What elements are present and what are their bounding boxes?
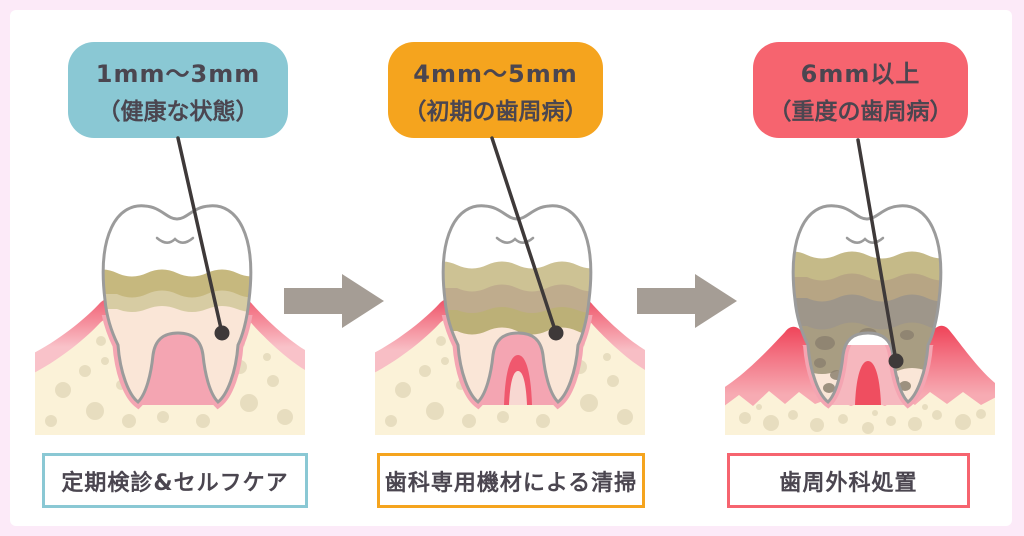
diagram-canvas: 1mm〜3mm （健康な状態） — [10, 10, 1012, 526]
tooth-crown — [103, 205, 251, 402]
probe-lines — [176, 136, 904, 369]
tooth-outline — [791, 204, 943, 404]
probe-line — [176, 136, 224, 335]
probe-tip-dot — [888, 353, 904, 369]
jawbone — [35, 318, 305, 435]
jawbone-texture — [385, 336, 633, 428]
arrow-right-icon — [284, 274, 384, 328]
stage-panel-healthy: 1mm〜3mm （健康な状態） — [10, 10, 1012, 526]
pocket-depth-text: 6mm以上 — [800, 60, 921, 88]
tartar-bands — [103, 269, 251, 403]
tooth-crown — [793, 205, 941, 402]
tooth-illustration-severe — [725, 204, 995, 435]
stage-panel-severe: 6mm以上 （重度の歯周病） — [10, 10, 1012, 526]
treatment-text: 歯周外科処置 — [779, 470, 918, 496]
treatment-text: 定期検診&セルフケア — [61, 470, 289, 496]
jawbone-texture — [45, 336, 293, 428]
probe-line — [856, 138, 898, 363]
gum-tissue — [725, 325, 995, 435]
arrow-right-icon — [637, 274, 737, 328]
treatment-label-severe: 歯周外科処置 — [727, 453, 970, 508]
treatment-text: 歯科専用機材による清掃 — [384, 470, 638, 496]
gum-pocket-lining — [443, 206, 591, 405]
tartar-bands — [443, 261, 591, 403]
probe-tip-dot — [214, 325, 230, 341]
tooth-outline — [441, 204, 593, 404]
pocket-depth-text: 4mm〜5mm — [413, 60, 578, 88]
gum-tissue — [35, 298, 305, 435]
treatment-label-healthy: 定期検診&セルフケア — [42, 453, 308, 508]
tooth-illustration-healthy — [35, 204, 305, 435]
pocket-depth-callout-healthy: 1mm〜3mm （健康な状態） — [68, 42, 288, 138]
pocket-depth-text: 1mm〜3mm — [95, 60, 261, 88]
tooth-outline — [101, 204, 253, 404]
treatment-label-early: 歯科専用機材による清掃 — [377, 453, 645, 508]
crown-fissure-mark — [845, 236, 885, 244]
probe-line — [490, 136, 558, 335]
jawbone — [375, 318, 645, 435]
tooth-crown — [443, 205, 591, 402]
crown-fissure-mark — [155, 236, 195, 244]
jawbone-texture — [739, 404, 986, 434]
gum-pocket-lining — [103, 206, 251, 405]
stage-panel-early: 4mm〜5mm （初期の歯周病） — [10, 10, 1012, 526]
condition-text: （初期の歯周病） — [403, 99, 588, 125]
gum-pocket-lining — [793, 345, 941, 405]
condition-text: （健康な状態） — [97, 99, 259, 125]
condition-text: （重度の歯周病） — [768, 99, 953, 125]
pocket-depth-callout-severe: 6mm以上 （重度の歯周病） — [753, 42, 968, 138]
tartar-bands — [793, 251, 941, 403]
tartar-blotches — [814, 328, 914, 393]
jawbone — [725, 391, 995, 435]
crown-fissure-mark — [495, 236, 535, 244]
pocket-depth-callout-early: 4mm〜5mm （初期の歯周病） — [388, 42, 603, 138]
gum-tissue — [375, 298, 645, 435]
probe-tip-dot — [548, 325, 564, 341]
tooth-illustration-early — [375, 204, 645, 435]
